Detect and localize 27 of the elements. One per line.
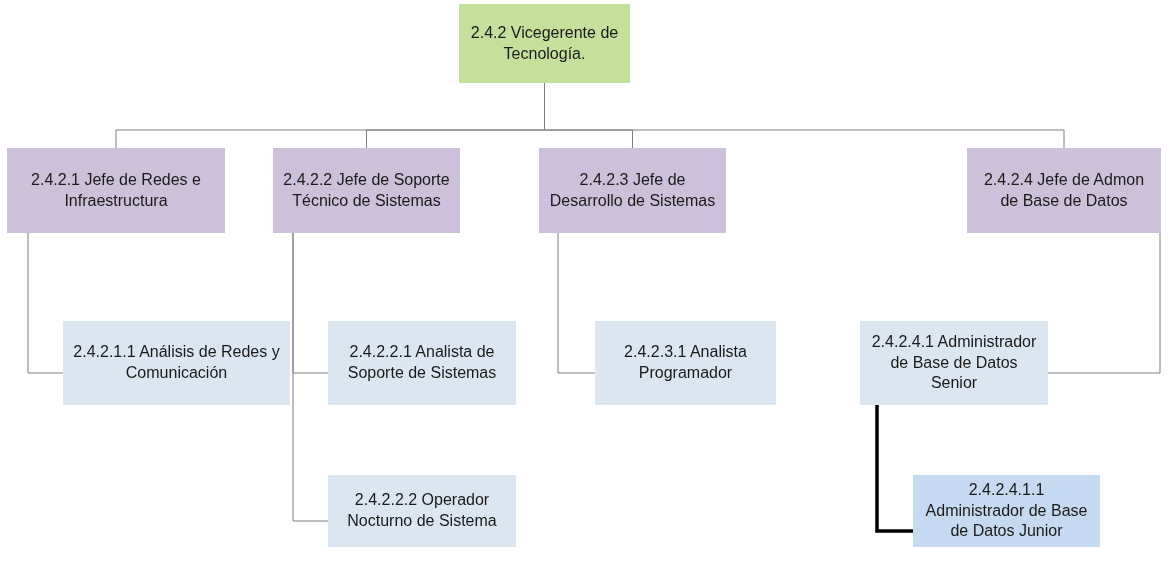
- org-box: [539, 148, 726, 233]
- org-box: [63, 321, 290, 405]
- connector-line: [292, 232, 329, 522]
- org-box: [967, 148, 1161, 233]
- position-title: 2.4.2.1 Jefe de Redes e Infraestructura: [30, 169, 202, 211]
- position-title: 2.4.2.2 Jefe de Soporte Técnico de Sistemas: [282, 169, 451, 211]
- org-box: [913, 475, 1100, 547]
- position-title: 2.4.2.2.1 Analista de Soporte de Sistemas: [346, 342, 498, 383]
- position-title: 2.4.2.4 Jefe de Admon de Base de Datos: [982, 169, 1146, 211]
- position-title: 2.4.2 Vicegerente de Tecnología.: [469, 22, 620, 64]
- position-title: 2.4.2.4.1 Administrador de Base de Datos Senior: [870, 331, 1038, 394]
- position-title: 2.4.2.4.1.1 Administrador de Base de Datos Junior: [924, 479, 1089, 542]
- position-title: 2.4.2.3.1 Analista Programador: [623, 342, 748, 383]
- connector-line: [875, 405, 913, 533]
- position-title: 2.4.2.3 Jefe de Desarrollo de Sistemas: [548, 169, 717, 211]
- org-box: [7, 148, 225, 233]
- org-box: [860, 321, 1048, 405]
- position-title: 2.4.2.1.1 Análisis de Redes y Comunicación: [72, 342, 281, 383]
- connector-line: [27, 232, 64, 374]
- position-title: 2.4.2.2.2 Operador Nocturno de Sistema: [346, 490, 498, 531]
- connector-line: [1047, 232, 1161, 374]
- connector-line: [557, 232, 596, 374]
- org-box: [328, 475, 516, 547]
- org-box: [459, 4, 630, 83]
- org-box: [273, 148, 460, 233]
- org-box: [595, 321, 776, 405]
- org-box: [328, 321, 516, 405]
